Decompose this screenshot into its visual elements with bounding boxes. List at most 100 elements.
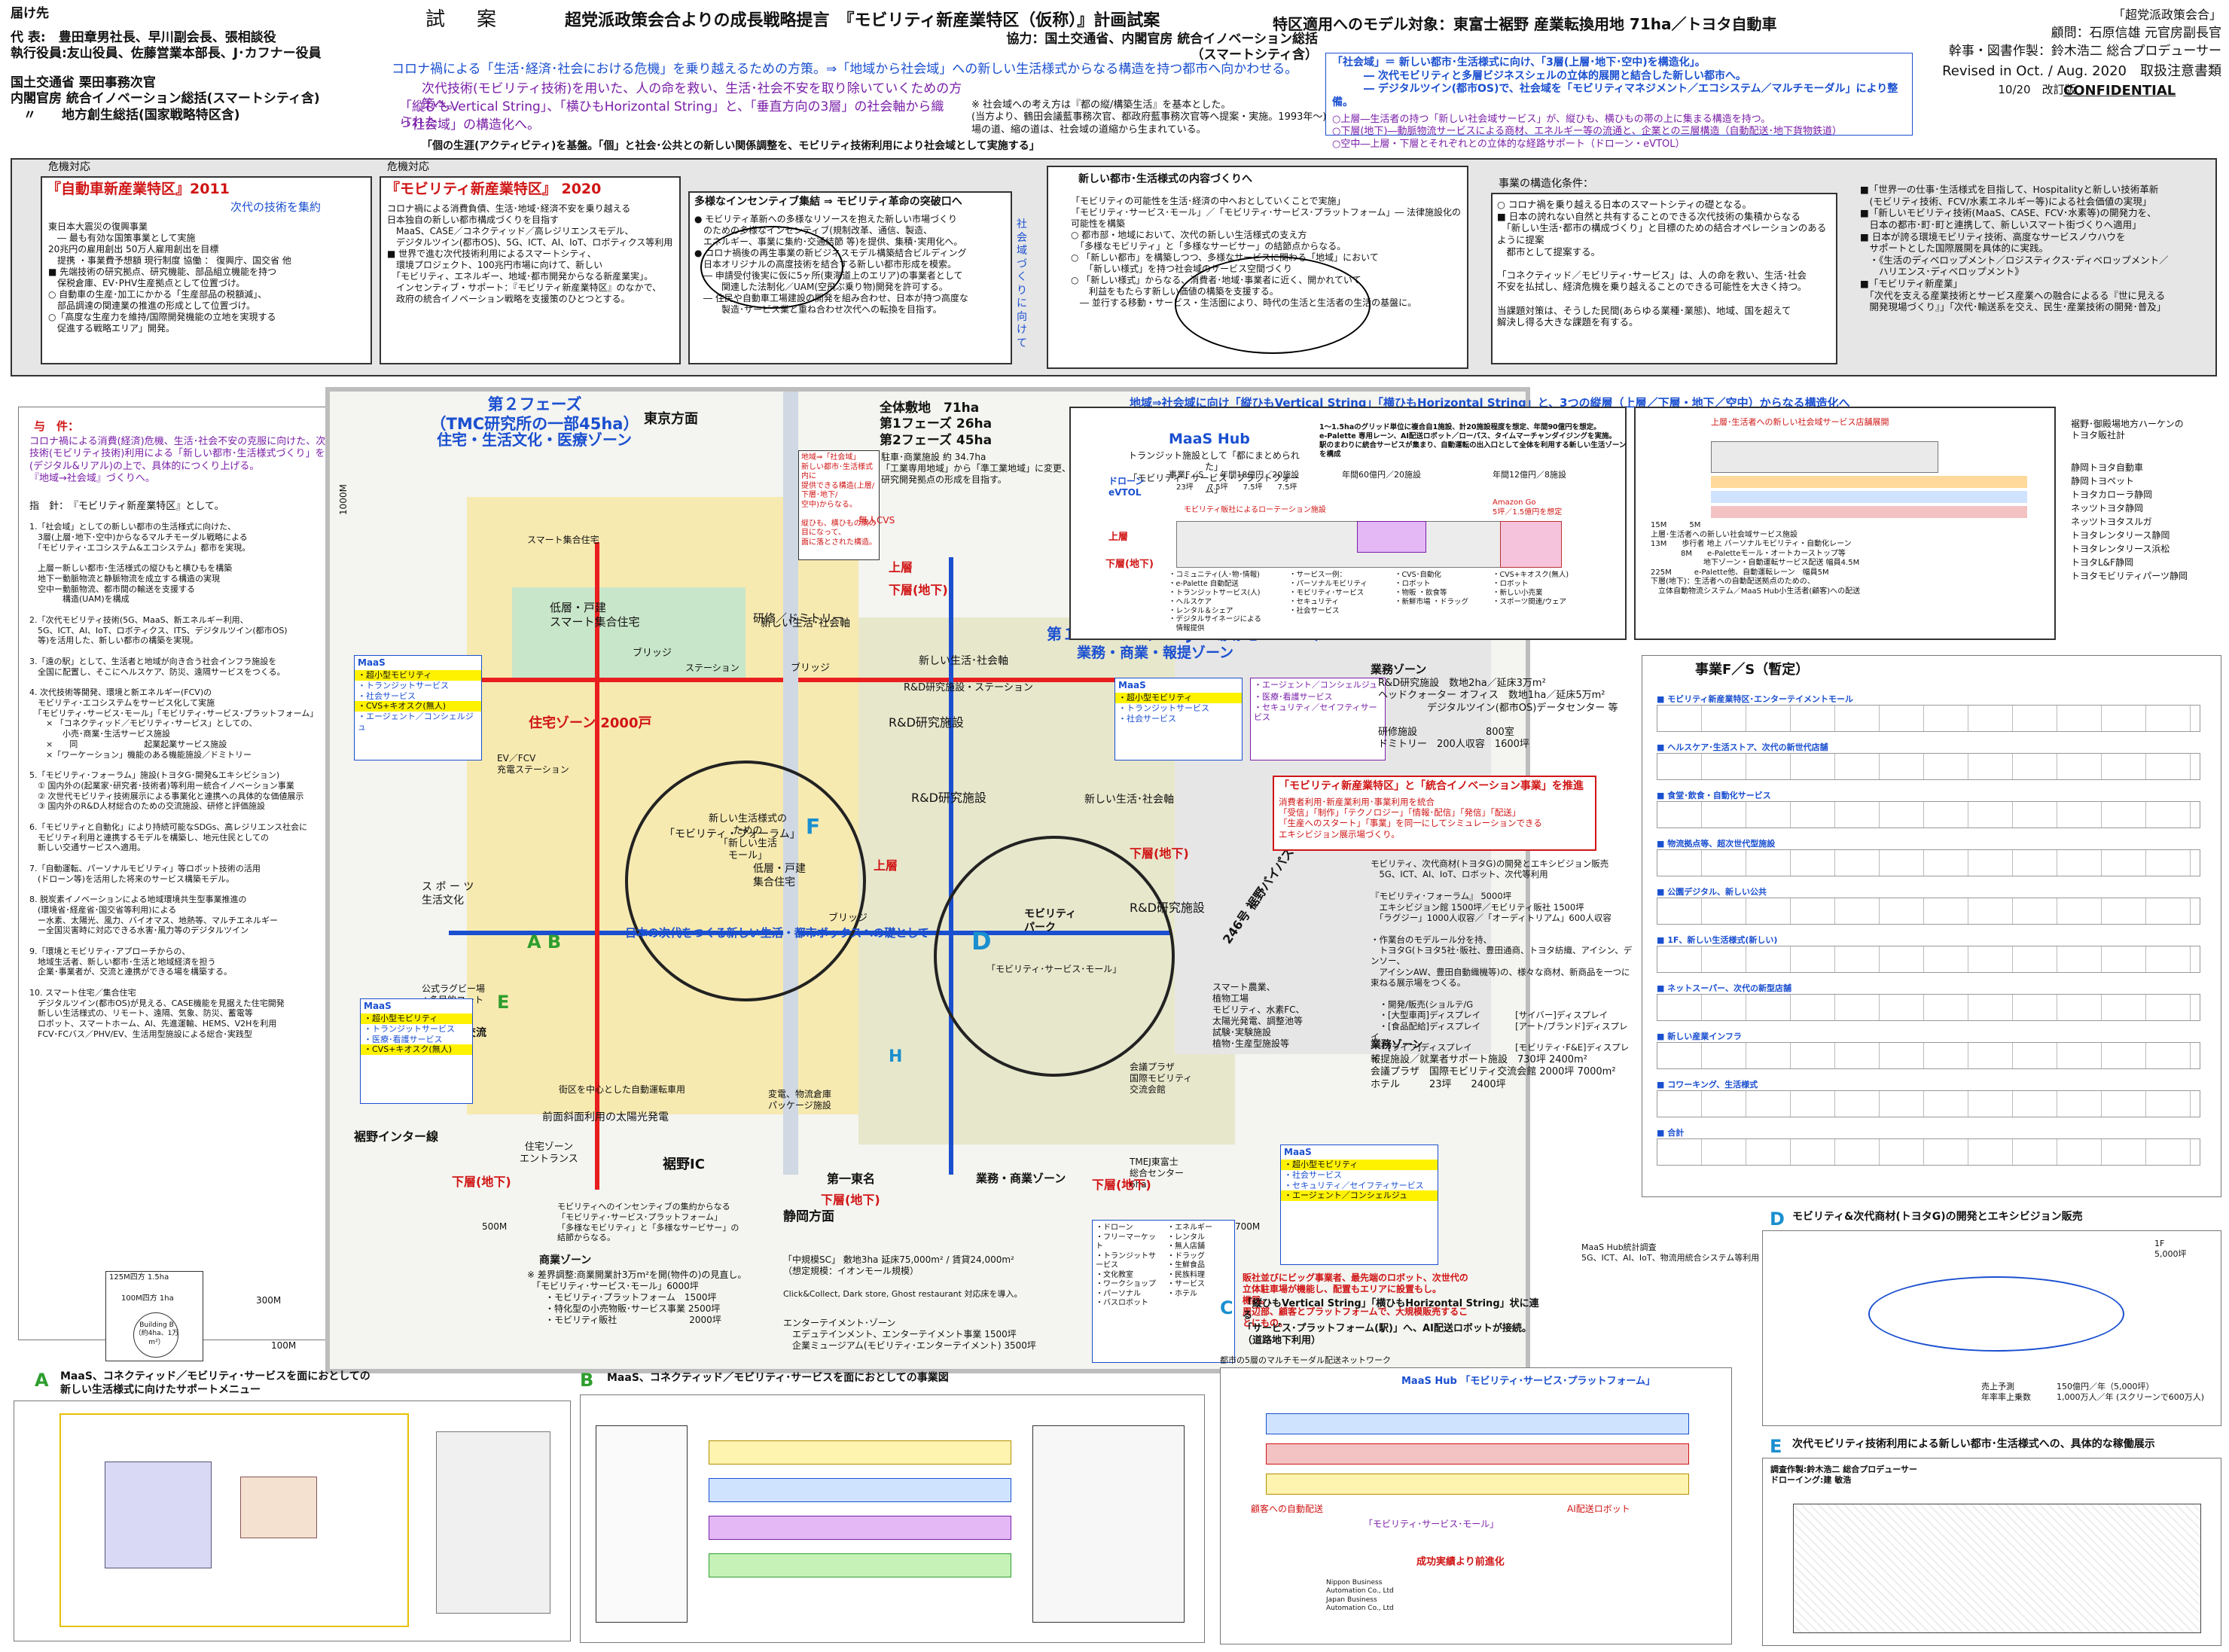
service-micro-4: ・超小型モビリティ [361, 1013, 472, 1024]
conference-plaza: 会議プラザ 国際モビリティ 交流会館 [1130, 1062, 1193, 1095]
maas-hub-up: 上層 [1108, 532, 1129, 543]
low-mid-housing: 低層・戸建 スマート集合住宅 [550, 601, 640, 629]
shop-zone-title: 商業ゾーン [539, 1254, 592, 1266]
right-items: ■「世界一の仕事･生活様式を目指して、Hospitalityと新しい技術革新 (… [1860, 184, 2169, 313]
phase2-zone: 住宅・生活文化・医療ゾーン [437, 431, 632, 449]
fs-section-header: ■ 物流拠点等、超次世代型施設 [1657, 839, 1776, 849]
maas-hub-col2: ・サービス一例： ・パーソナルモビリティ ・モビリティ･サービス ・セキュリティ… [1289, 571, 1368, 615]
service-trans: ・トランジットサービス [358, 680, 449, 690]
social-line: 「社会域」の構造化へ。 [399, 117, 540, 133]
service-box-2: MaaS ・超小型モビリティ ・トランジットサービス ・社会サービス [1114, 678, 1243, 760]
service-maas-2: MaaS [1118, 680, 1146, 690]
service-event: ・エージェント／コンシェルジュ [358, 712, 474, 732]
maas-hub-building [1176, 521, 1502, 568]
section-c-company: Nippon Business Automation Co., Ltd Japa… [1326, 1579, 1394, 1612]
section-b-row-3 [709, 1516, 1011, 1540]
section-c-lane-1 [1266, 1413, 1689, 1434]
fs-section-header: ■ 1F、新しい生活様式(新しい) [1657, 935, 1778, 945]
service-security-3: ・セキュリティ／セイフティサービス [1254, 702, 1377, 723]
zone-e: E [497, 992, 510, 1013]
label-cvs: 無人CVS [858, 515, 895, 526]
personal-note: 「個の生涯(アクティビティ)を基盤。「個」と社会･公共との新しい関係調整を、モビ… [422, 140, 1040, 152]
fs-section-header: ■ コワーキング、生活様式 [1657, 1080, 1758, 1090]
business-zone-text: R&D研究施設 数地2ha／延床3万m² ヘッドクォーター オフィス 数地1ha… [1378, 678, 1618, 751]
fs-section-header: ■ 食堂･飲食・自動化サービス [1657, 791, 1771, 800]
crisis1-box: 『自動車新産業特区』2011 次代の技術を集約 東日本大震災の復興事業 ― 最も… [41, 176, 372, 364]
maas-hub-block-pink [1500, 521, 1562, 568]
meadow-label: 街区を中心とした自動運転車用 [559, 1084, 686, 1095]
left-guide: 指 針： 『モビリティ新産業特区』として。 [29, 501, 224, 512]
maas-hub-drone: ドローン eVTOL [1108, 476, 1145, 498]
conditions-title: 事業の構造化条件： [1499, 178, 1593, 190]
section-c-lane-3 [1266, 1474, 1689, 1495]
note-line: ※ 社会域への考え方は『都の縦/構築生活』を基本とした。 (当方より、鶴田会議藍… [971, 99, 1327, 136]
fs-section-grid [1657, 898, 2200, 925]
section-b-row-1 [709, 1440, 1011, 1465]
revised-line: Revised in Oct. / Aug. 2020 取扱注意書類 [1942, 63, 2221, 79]
maas-hub-area1: 事業F／S 年間18億円／20施設 [1169, 470, 1300, 480]
label-up-2: 上層 [874, 858, 898, 873]
conditions-box: ○ コロナ禍を乗り越える日本のスマートシティの礎となる。 ■ 日本の誇れない自然… [1491, 193, 1837, 364]
green-strip [512, 587, 746, 678]
draft-label: 試 案 [425, 8, 503, 31]
substation: 変電、物流倉庫 パッケージ施設 [768, 1089, 832, 1111]
section-b-legend [596, 1425, 688, 1623]
section-a-title: MaaS、コネクティッド／モビリティ･サービスを面におとしての 新しい生活様式に… [60, 1370, 370, 1396]
service-box-4: MaaS ・超小型モビリティ ・トランジットサービス ・医療･看護サービス ・C… [360, 998, 473, 1104]
fs-section-header: ■ モビリティ新産業特区･エンターテイメントモール [1657, 694, 1854, 704]
social-area-box: 「社会域」＝ 新しい都市･生活様式に向け、「3層(上層･地下･空中)を構造化」。… [1325, 53, 1913, 150]
bottom-service-box: ・ドローン ・フリーマーケット ・トランジットサービス ・文化教室 ・ワークショ… [1092, 1220, 1235, 1363]
tokyo-direction: 東京方面 [644, 411, 698, 427]
residential-entrance: 住宅ゾーン エントランス [520, 1141, 578, 1166]
section-d-oval [1868, 1276, 2124, 1352]
crisis1-label: 危機対応 [48, 161, 90, 173]
scale-100: 100M [271, 1340, 297, 1351]
commerce-title: 業務ゾーン [1371, 1039, 1423, 1051]
layer-lane-2 [1711, 491, 2027, 503]
fs-section-grid [1657, 994, 2200, 1021]
zone-f: F [806, 814, 821, 839]
service-health-3: ・医療･看護サービス [1254, 691, 1333, 702]
section-e-sub: 調査作製:鈴木浩二 総合プロデューサー ドローイング:建 敏浩 [1770, 1465, 1918, 1485]
fs-section-header: ■ ヘルスケア･生活ストア、次代の新世代店舗 [1657, 742, 1828, 752]
left-intro: コロナ禍による消費(経済)危機、生活･社会不安の克服に向けた、次代技術(モビリテ… [29, 436, 336, 484]
vertical-note: 地域⇒「社会域」 新しい都市･生活様式内に 提供できる構造(上層/下層･地下/ … [801, 453, 877, 547]
confidential-stamp: CONFIDENTIAL [2063, 83, 2176, 99]
layer-lane-3 [1711, 506, 2027, 518]
layer-notes: 15M 5M 上層･生活者への新しい社会域サービス施設 13M 歩行者 地上 バ… [1651, 521, 1861, 596]
recipient-list: 代 表: 豊田章男社長、早川副会長、張相談役 執行役員:友山役員、佐藤営業本部長… [11, 30, 322, 62]
label-down-2: 下層(地下) [1130, 846, 1189, 861]
shop-zone-text: ※ 差界調整:商業開業計3万m²を開(物件の)の見直し。 「モビリティ･サービス… [527, 1269, 747, 1325]
section-b-panel [580, 1394, 1205, 1643]
zone-ab: A B [527, 931, 562, 952]
service-health-4: ・医療･看護サービス [364, 1034, 443, 1044]
smart-agri: スマート農業、 植物工場 モビリティ、水素FC、 太陽光発電、調整池等 試験･実… [1212, 982, 1305, 1049]
service-maas: MaaS [358, 657, 386, 668]
scale-1000: 1000M [337, 484, 349, 515]
service-event-5: ・エージェント／コンシェルジュ [1281, 1190, 1438, 1201]
service-maas-4: MaaS [364, 1001, 392, 1011]
legend-100: 100M四方 1ha [121, 1294, 174, 1303]
author: 幹事・図書作製：鈴木浩二 総合プロデューサー [1948, 44, 2221, 59]
corona-line: コロナ禍による「生活･経済･社会における危機」を乗り越えるための方策。⇒「地域か… [392, 62, 1298, 77]
forum-text: モビリティ、次代商材(トヨタG)の開発とエキシビジョン販売 5G、ICT、AI、… [1371, 858, 1633, 1064]
crisis2-title: 『モビリティ新産業特区』 2020 [386, 181, 602, 197]
tech-line: 次代技術(モビリティ技術)を用いた、人の命を救い、生活･社会不安を取り除いていく… [422, 81, 962, 113]
zone-h: H [889, 1047, 903, 1066]
highlight-ring [1175, 256, 1371, 354]
phase2-title: 第２フェーズ （TMC研究所の一部45ha） [430, 395, 639, 434]
section-c-success: 成功実績より前進化 [1416, 1556, 1505, 1568]
fs-title: 事業F／S（暫定） [1695, 662, 1810, 678]
social-area-text: 「社会域」＝ 新しい都市･生活様式に向け、「3層(上層･地下･空中)を構造化」。… [1332, 56, 1898, 108]
incentive-title: 多様なインセンティブ集結 ⇒ モビリティ革命の突破口へ [694, 196, 962, 208]
service-box-5: MaaS ・超小型モビリティ ・社会サービス ・セキュリティ／セイフティサービス… [1280, 1145, 1438, 1265]
susono-ic: 裾野IC [663, 1157, 705, 1172]
service-box-3: ・エージェント／コンシェルジュ ・医療･看護サービス ・セキュリティ／セイフティ… [1250, 678, 1386, 760]
label-down-4: 下層(地下) [1092, 1178, 1151, 1192]
publisher: 「超党派政策会合」 [2112, 8, 2221, 22]
mixed-low: 低層・戸建 集合住宅 [753, 863, 806, 888]
section-a-panel [14, 1401, 571, 1641]
legend-center: Building B （約4ha、1万m²） [134, 1321, 179, 1346]
rnd-facility-3: R&D研究施設 [1130, 901, 1205, 915]
fs-section-header: ■ ネットスーパー、次代の新型店舗 [1657, 983, 1792, 993]
